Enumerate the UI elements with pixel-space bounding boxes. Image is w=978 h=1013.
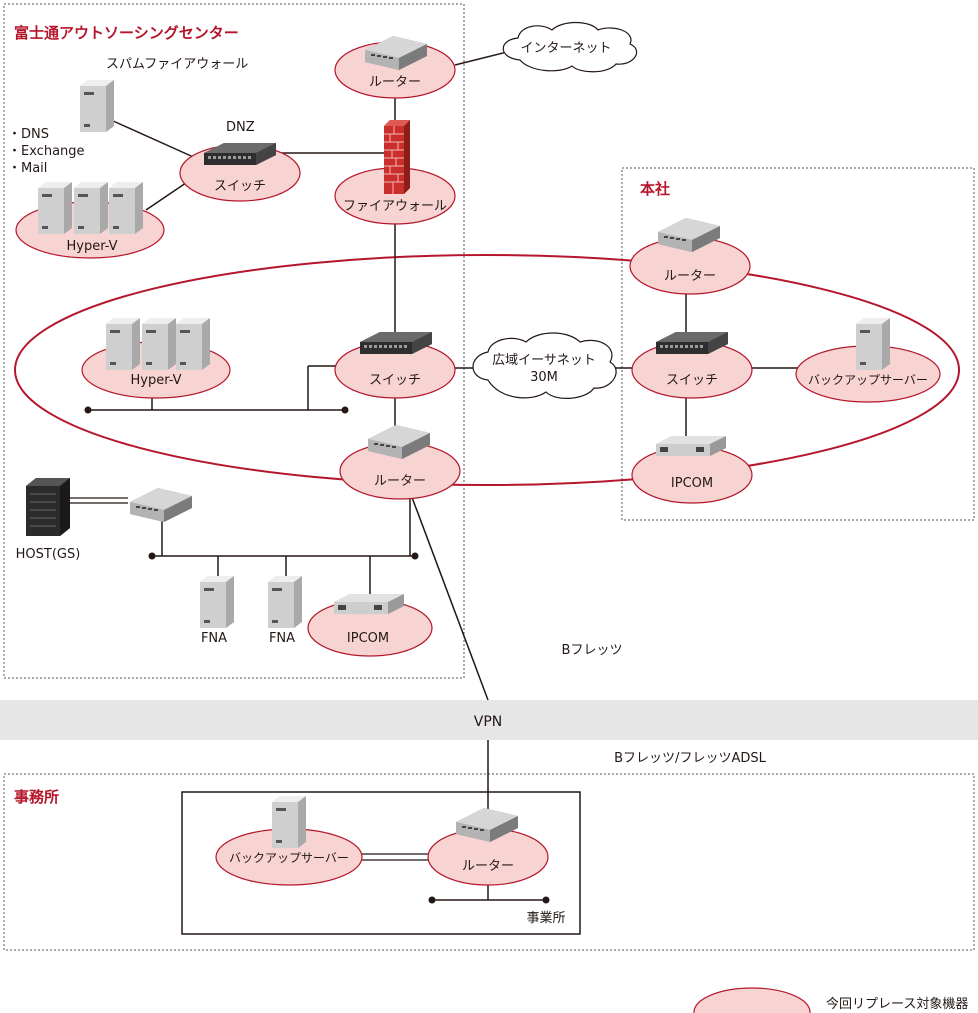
hyperv-main-server3-icon bbox=[176, 318, 210, 370]
ipcom-outsourcing-label: IPCOM bbox=[347, 631, 389, 646]
host-rack-icon bbox=[26, 478, 70, 536]
bflets-label: Bフレッツ bbox=[562, 643, 623, 658]
host-label: HOST(GS) bbox=[16, 547, 81, 562]
hq-ipcom-icon bbox=[656, 436, 726, 456]
double-links bbox=[70, 497, 428, 861]
hyperv-main-server2-icon bbox=[142, 318, 176, 370]
headquarters-title: 本社 bbox=[640, 180, 670, 198]
bflets-adsl-label: Bフレッツ/フレッツADSL bbox=[614, 751, 766, 766]
office-router-label: ルーター bbox=[462, 859, 514, 874]
vpn-label: VPN bbox=[474, 714, 503, 730]
router-main-label: ルーター bbox=[374, 474, 426, 489]
wan-ring bbox=[14, 254, 960, 486]
hyperv-main-server1-icon bbox=[106, 318, 140, 370]
service-exchange-label: ・Exchange bbox=[8, 144, 85, 159]
wan-cloud bbox=[472, 332, 617, 399]
office-inner-box bbox=[181, 791, 581, 935]
internet-cloud bbox=[502, 21, 638, 73]
router-top-label: ルーター bbox=[369, 75, 421, 90]
internet-label: インターネット bbox=[520, 41, 611, 56]
hq-router-label: ルーター bbox=[664, 269, 716, 284]
fna2-server-icon bbox=[268, 576, 302, 628]
fna2-label: FNA bbox=[269, 631, 295, 646]
ipcom-outsourcing-icon bbox=[334, 594, 404, 614]
hq-ipcom-label: IPCOM bbox=[671, 476, 713, 491]
router-host-icon bbox=[130, 488, 192, 522]
outsourcing-center-title: 富士通アウトソーシングセンター bbox=[14, 24, 239, 42]
dnz-label: DNZ bbox=[226, 120, 255, 135]
service-dns-label: ・DNS bbox=[8, 127, 49, 142]
fna1-server-icon bbox=[200, 576, 234, 628]
vpn-band bbox=[0, 700, 978, 740]
office-backup-server-icon bbox=[272, 796, 306, 848]
wan-label-line1: 広域イーサネット bbox=[492, 353, 596, 368]
office-title: 事務所 bbox=[14, 788, 59, 806]
dns-server-icon bbox=[80, 80, 114, 132]
office-region bbox=[3, 773, 975, 951]
headquarters-region bbox=[621, 167, 975, 521]
firewall-icon bbox=[384, 120, 410, 194]
hyperv-dnz-server3-icon bbox=[109, 182, 143, 234]
legend-label: 今回リプレース対象機器 bbox=[826, 996, 968, 1012]
hyperv-dnz-server2-icon bbox=[74, 182, 108, 234]
spam-firewall-label: スパムファイアウォール bbox=[106, 57, 248, 72]
service-mail-label: ・Mail bbox=[8, 161, 47, 176]
outsourcing-center-region bbox=[3, 3, 465, 679]
office-backup-label: バックアップサーバー bbox=[229, 851, 349, 865]
fna1-label: FNA bbox=[201, 631, 227, 646]
dnz-switch-label: スイッチ bbox=[214, 179, 266, 194]
switch-main-label: スイッチ bbox=[369, 373, 421, 388]
hq-backup-label: バックアップサーバー bbox=[808, 373, 928, 387]
bus-dots bbox=[84, 406, 550, 904]
hq-backup-server-icon bbox=[856, 318, 890, 370]
hyperv-dnz-label: Hyper-V bbox=[66, 239, 117, 254]
legend-ellipse bbox=[693, 987, 811, 1013]
office-site-label: 事業所 bbox=[526, 910, 565, 926]
hyperv-dnz-server1-icon bbox=[38, 182, 72, 234]
wan-label-line2: 30M bbox=[530, 370, 558, 385]
firewall-label: ファイアウォール bbox=[343, 199, 447, 214]
hyperv-main-label: Hyper-V bbox=[130, 373, 181, 388]
hq-switch-label: スイッチ bbox=[666, 373, 718, 388]
